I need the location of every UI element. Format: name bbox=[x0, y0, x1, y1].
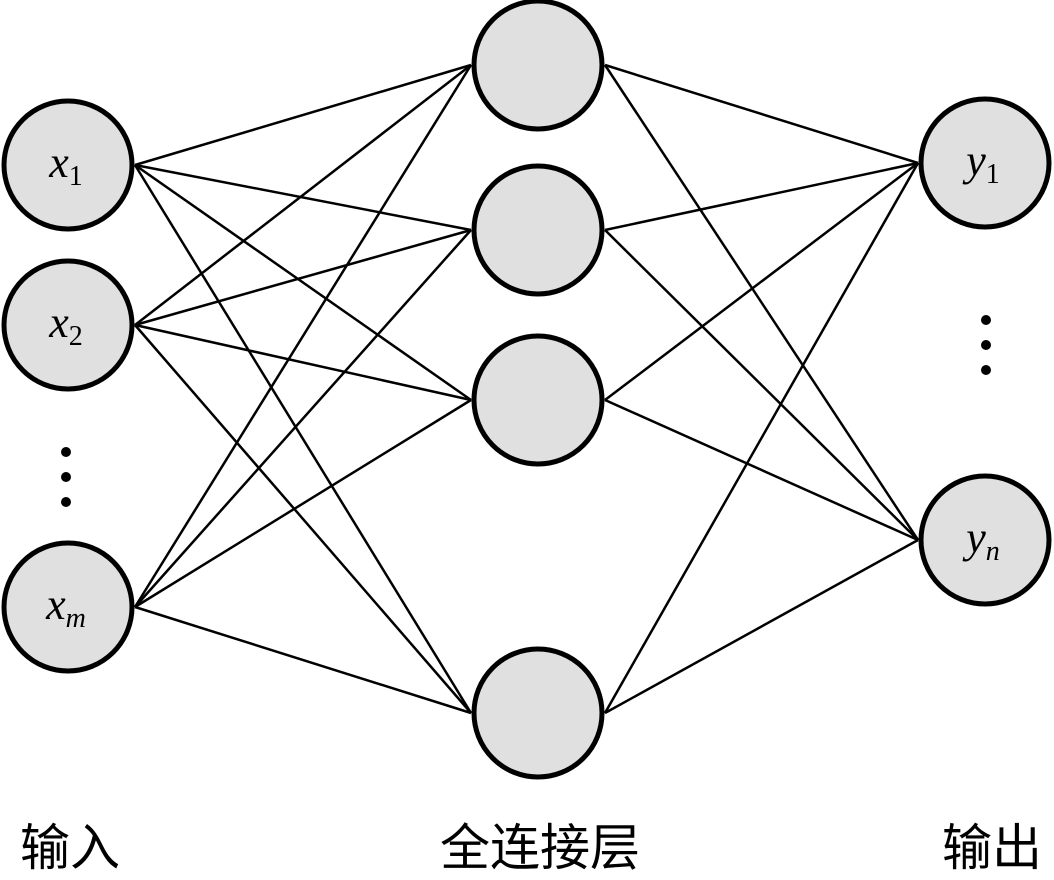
node-circle bbox=[918, 473, 1052, 607]
nodes: x1 x2 xm y1 yn bbox=[1, 0, 1052, 780]
node-label: x2 bbox=[48, 298, 83, 352]
node-circle bbox=[471, 0, 605, 132]
node-circle bbox=[1, 258, 135, 392]
hidden-node-3 bbox=[471, 333, 605, 467]
output-caption: 输出 bbox=[942, 819, 1042, 877]
edge-hidden-output bbox=[603, 64, 920, 541]
node-circle bbox=[1, 98, 135, 232]
edge-input-hidden bbox=[133, 164, 473, 714]
edge-input-hidden bbox=[134, 163, 472, 402]
edge-hidden-output bbox=[604, 538, 919, 715]
input-node-xm: xm bbox=[1, 540, 135, 674]
input-node-x2: x2 bbox=[1, 258, 135, 392]
output-ellipsis bbox=[981, 315, 991, 375]
edge-input-hidden bbox=[133, 64, 473, 608]
edge-hidden-output bbox=[604, 229, 919, 541]
edge-hidden-output bbox=[603, 162, 920, 714]
edge-hidden-output bbox=[604, 161, 919, 232]
node-circle bbox=[471, 163, 605, 297]
edge-input-hidden bbox=[134, 163, 472, 232]
edge-input-hidden bbox=[134, 323, 472, 402]
node-circle bbox=[918, 96, 1052, 230]
edge-input-hidden bbox=[134, 229, 472, 608]
edge-input-hidden bbox=[134, 64, 472, 326]
edge-input-hidden bbox=[134, 228, 472, 327]
hidden-node-4 bbox=[471, 646, 605, 780]
input-caption: 输入 bbox=[20, 819, 120, 877]
node-circle bbox=[1, 540, 135, 674]
node-label: x1 bbox=[48, 138, 83, 192]
node-label: yn bbox=[962, 513, 1000, 567]
node-label: y1 bbox=[962, 136, 1000, 190]
edges bbox=[133, 63, 920, 715]
node-label: xm bbox=[45, 580, 86, 634]
hidden-node-2 bbox=[471, 163, 605, 297]
edge-input-hidden bbox=[134, 398, 472, 609]
edge-hidden-output bbox=[604, 162, 919, 401]
edge-input-hidden bbox=[134, 605, 472, 715]
node-circle bbox=[471, 333, 605, 467]
edge-hidden-output bbox=[604, 398, 919, 542]
edge-input-hidden bbox=[134, 63, 472, 167]
hidden-layer-caption: 全连接层 bbox=[440, 819, 640, 877]
output-node-y1: y1 bbox=[918, 96, 1052, 230]
edge-hidden-output bbox=[604, 63, 919, 165]
node-circle bbox=[471, 646, 605, 780]
output-node-yn: yn bbox=[918, 473, 1052, 607]
input-ellipsis bbox=[61, 447, 71, 507]
hidden-node-1 bbox=[471, 0, 605, 132]
input-node-x1: x1 bbox=[1, 98, 135, 232]
edge-input-hidden bbox=[134, 324, 472, 714]
